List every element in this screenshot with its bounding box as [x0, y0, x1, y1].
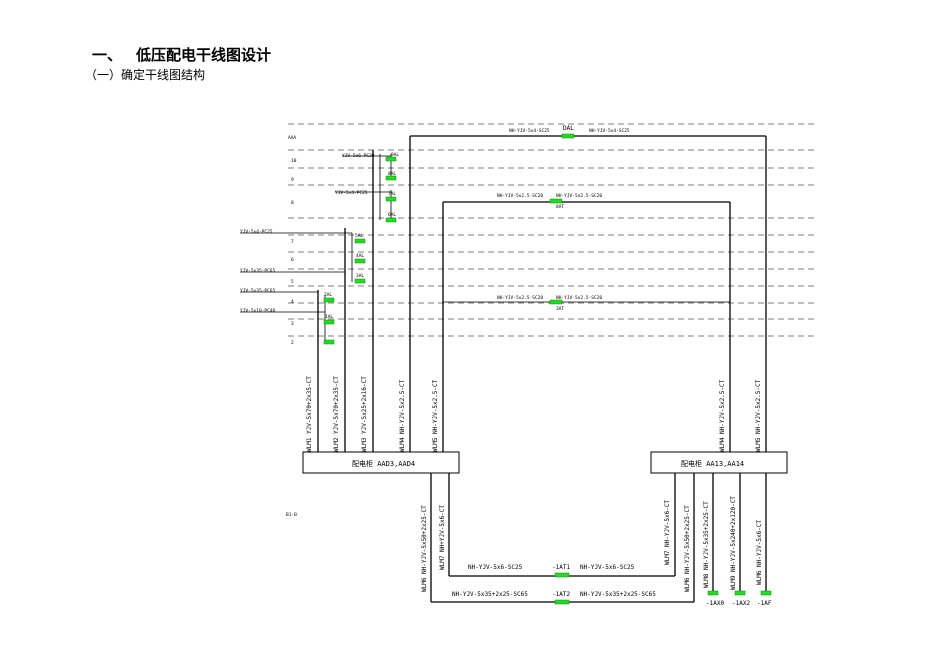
feeder-label: YJV-5x4-PC25 [335, 190, 368, 196]
riser-label: WLM2 YJV-5x70+2x35-CT [333, 376, 340, 452]
riser-label: WLM6 NH-YJV-5x50+2x25-CT [684, 505, 691, 592]
cabinet-label: 配电柜 AAD3,AAD4 [352, 459, 415, 468]
floor-label: 6 [291, 257, 294, 263]
panel-marker [385, 196, 397, 202]
floor-panels: 9AL 8AL 7AL 6AL 5AL 4AL 3AL 2AL 1AL [323, 152, 399, 345]
panel-marker [549, 299, 563, 305]
cable-label: NH-YJV-5x4-SC25 [509, 128, 550, 134]
riser-label: WLM9 NH-YJV-5x240+2x120-CT [730, 496, 737, 590]
panel-marker [760, 590, 772, 596]
floor-label: 8 [291, 200, 294, 206]
feeder-label: YJV-5x35-PC65 [240, 288, 276, 294]
riser-label: WLM6 NH-YJV-5x50+2x25-CT [421, 505, 428, 592]
panel-label: -1AT1 [552, 564, 570, 571]
feeder-label: YJV-5x4-PC25 [240, 229, 273, 235]
panel-label: -1AX2 [732, 600, 750, 607]
riser-label: WLM4 NH-YJV-5x2.5-CT [399, 379, 406, 452]
panel-marker [385, 156, 397, 162]
panel-label: 1AL [325, 314, 333, 320]
panel-marker [707, 590, 719, 596]
panel-label: 3AL [356, 273, 364, 279]
panel-marker [385, 217, 397, 223]
riser-label: WLM1 YJV-5x70+2x35-CT [306, 376, 313, 452]
cable-label: NH-YJV-5x2.5-SC20 [497, 295, 543, 301]
panel-label: -1AT2 [552, 591, 570, 598]
panel-label: 5AL [355, 233, 363, 239]
floor-label: 3 [291, 321, 294, 327]
riser-label: WLM4 NH-YJV-5x2.5-CT [719, 379, 726, 452]
floor-label: 10 [291, 158, 297, 164]
floor-label: 5 [291, 279, 294, 285]
riser-label: WLM7 NH+YJV-5x6-CT [439, 505, 446, 570]
floor-label: 2 [291, 340, 294, 346]
floor-label: 7 [291, 239, 294, 245]
panel-marker [561, 133, 575, 139]
cable-label: NH-YJV-5x6-SC25 [580, 564, 635, 571]
feeder-label: YJV-5x10-PC40 [240, 308, 276, 314]
upper-bus-labels: NH-YJV-5x4-SC25 DAL NH-YJV-5x4-SC25 NH-Y… [497, 125, 630, 312]
cable-label: NH-YJV-5x2.5-SC20 [556, 295, 602, 301]
floor-label: AAA [288, 135, 296, 141]
panel-label: 8AL [388, 171, 396, 177]
panel-marker [554, 572, 570, 578]
panel-label: -1AF [757, 600, 772, 607]
cabinet-right: 配电柜 AA13,AA14 [650, 451, 788, 474]
feeder-label: YJV-5x6-PC20 [342, 153, 375, 159]
section-number: 一、 [92, 46, 123, 64]
panel-label: 8AT [556, 204, 564, 210]
floor-label: 4 [291, 299, 294, 305]
panel-marker [554, 599, 570, 605]
floor-labels: AAA 10 9 8 7 6 5 4 3 2 [288, 135, 297, 346]
panel-marker [354, 278, 366, 284]
subsection-heading: （一）确定干线图结构 [85, 68, 206, 82]
cable-label: NH-YJV-5x6-SC25 [468, 564, 523, 571]
left-feeder-labels: YJV-5x6-PC20 YJV-5x4-PC25 YJV-5x4-PC25 Y… [240, 153, 375, 314]
panel-marker [734, 590, 746, 596]
basement-label: B1-B [286, 512, 297, 518]
floor-label: 9 [291, 177, 294, 183]
riser-label: WLM5 NH-YJV-5x2.5-CT [432, 379, 439, 452]
end-panels: -1AX0 -1AX2 -1AF [706, 590, 772, 607]
riser-label: WLM5 NH-YJV-5x2.5-CT [755, 379, 762, 452]
panel-label: 6AL [388, 212, 396, 218]
panel-marker [323, 339, 335, 345]
cabinet-label: 配电柜 AA13,AA14 [681, 459, 744, 468]
section-title: 低压配电干线图设计 [136, 46, 272, 64]
panel-marker [385, 175, 397, 181]
panel-marker [354, 258, 366, 264]
left-riser-labels: WLM1 YJV-5x70+2x35-CT WLM2 YJV-5x70+2x35… [306, 376, 762, 452]
basement-wiring [430, 473, 767, 603]
section-heading: 一、低压配电干线图设计 [92, 44, 271, 65]
left-risers [240, 135, 767, 452]
panel-label: DAL [563, 125, 574, 132]
riser-label: WLM8 NH-YJV-5x35+2x25-CT [703, 501, 710, 588]
lower-bus-labels: NH-YJV-5x6-SC25 -1AT1 NH-YJV-5x6-SC25 NH… [452, 564, 656, 605]
feeder-label: YJV-5x35-PC65 [240, 268, 276, 274]
panel-marker [323, 297, 335, 303]
panel-label: 4AL [356, 253, 364, 259]
panel-label: 9AL [391, 152, 399, 158]
cable-label: NH-YJV-5x35+2x25-SC65 [452, 591, 528, 598]
cable-label: NH-YJV-5x2.5-SC20 [556, 193, 602, 199]
panel-label: 2AL [324, 292, 332, 298]
riser-label: WLM3 YJV-5x25+2x16-CT [361, 376, 368, 452]
riser-label: WLM6 NH-YJV-5x6-CT [756, 520, 763, 585]
panel-marker [323, 319, 335, 325]
basement-riser-labels: WLM6 NH-YJV-5x50+2x25-CT WLM7 NH+YJV-5x6… [421, 496, 763, 592]
panel-label: 3AT [556, 306, 564, 312]
cable-label: NH-YJV-5x35+2x25-SC65 [580, 591, 656, 598]
panel-label: -1AX0 [706, 600, 724, 607]
cable-label: NH-YJV-5x4-SC25 [589, 128, 630, 134]
panel-marker [354, 238, 366, 244]
cable-label: NH-YJV-5x2.5-SC20 [497, 193, 543, 199]
riser-label: WLM7 NH-YJV-5x6-CT [664, 500, 671, 565]
cabinet-left: 配电柜 AAD3,AAD4 [302, 451, 460, 474]
panel-marker [549, 198, 563, 204]
panel-label: 7AL [388, 191, 396, 197]
